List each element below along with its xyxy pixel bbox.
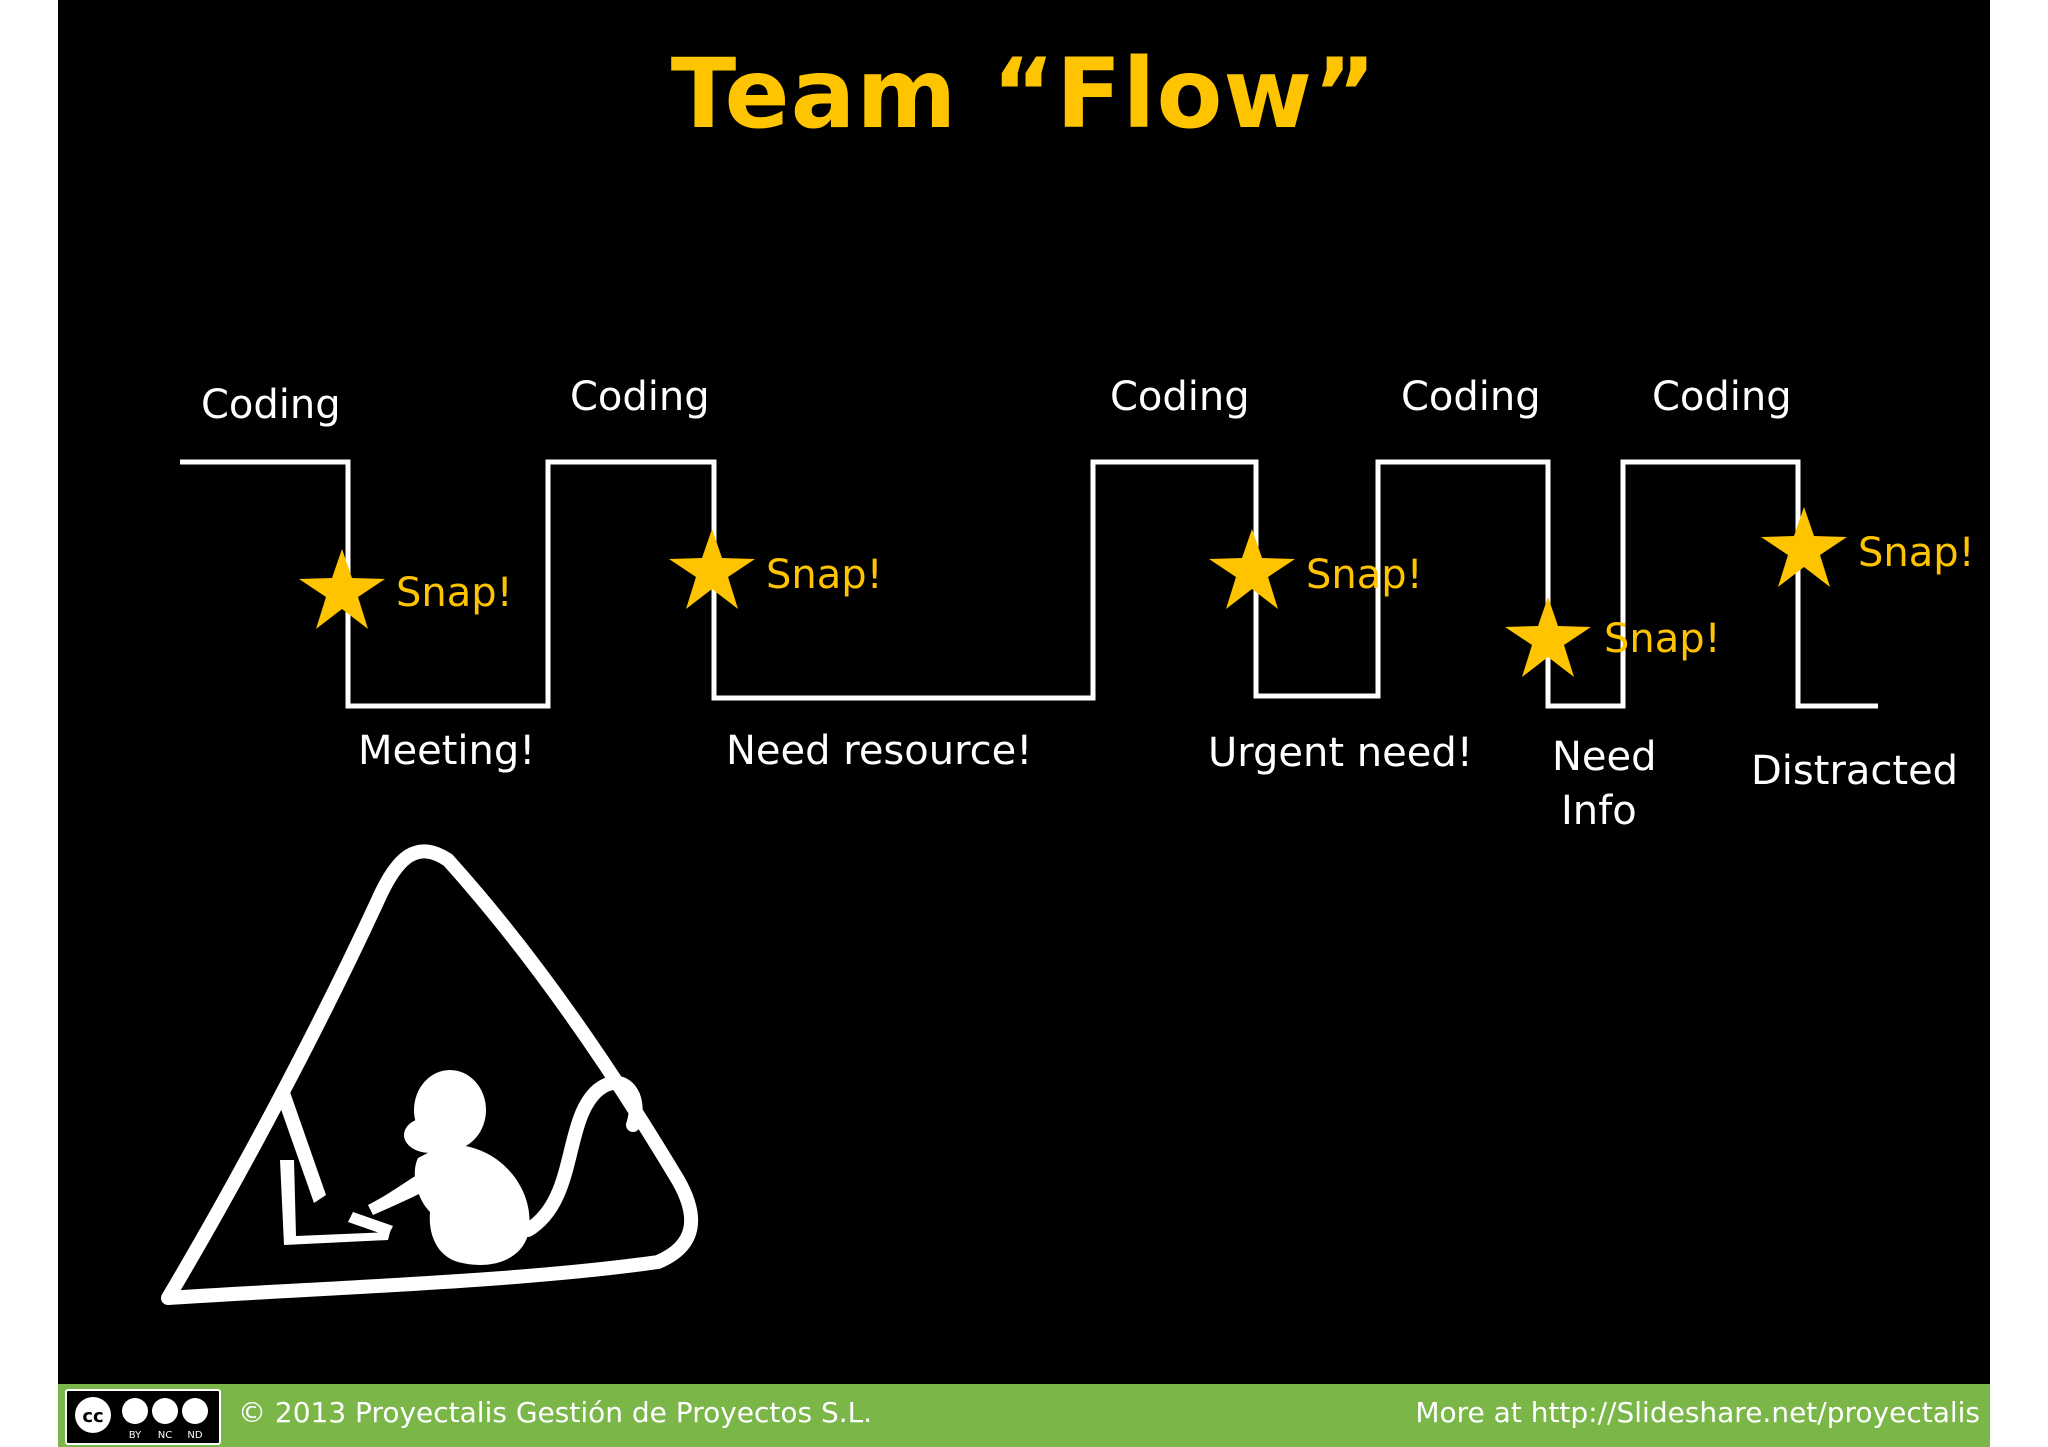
interruption-label-info: Info: [1561, 788, 1637, 834]
star-icon: [1761, 507, 1847, 587]
coding-label-4: Coding: [1401, 374, 1541, 420]
monkey-at-computer-warning-sign-icon: [161, 844, 698, 1305]
flow-diagram: Coding Coding Coding Coding Coding Meeti…: [161, 374, 1975, 1305]
coding-label-1: Coding: [201, 382, 341, 428]
coding-label-3: Coding: [1110, 374, 1250, 420]
star-icon: [1209, 529, 1295, 609]
creative-commons-by-nc-nd-icon[interactable]: cc BY NC ND: [65, 1389, 221, 1445]
coding-label-2: Coding: [570, 374, 710, 420]
snap-label-3: Snap!: [1306, 552, 1423, 598]
footer-bar: cc BY NC ND © 2013 Proyectalis Gestión d…: [58, 1384, 1990, 1447]
snap-label-2: Snap!: [766, 552, 883, 598]
slide: Team “Flow” Coding Coding Coding Coding …: [58, 0, 1990, 1447]
interruption-label-need: Need: [1552, 734, 1657, 780]
snap-label-5: Snap!: [1858, 530, 1975, 576]
interruption-label-urgent-need: Urgent need!: [1208, 730, 1473, 776]
interruption-label-distracted: Distracted: [1751, 748, 1958, 794]
license-badge-by: BY: [129, 1430, 142, 1441]
slideshare-link[interactable]: More at http://Slideshare.net/proyectali…: [1415, 1396, 1980, 1429]
snap-label-1: Snap!: [396, 570, 513, 616]
slide-title: Team “Flow”: [670, 38, 1378, 150]
star-icon: [299, 549, 385, 629]
interruption-label-meeting: Meeting!: [358, 728, 535, 774]
star-icon: [669, 529, 755, 609]
star-icon: [1505, 597, 1591, 677]
snap-stars: [299, 507, 1847, 677]
interruption-label-need-resource: Need resource!: [726, 728, 1032, 774]
coding-label-5: Coding: [1652, 374, 1792, 420]
svg-text:cc: cc: [82, 1406, 103, 1427]
snap-label-4: Snap!: [1604, 616, 1721, 662]
license-badge-nd: ND: [187, 1430, 202, 1441]
copyright-text: © 2013 Proyectalis Gestión de Proyectos …: [238, 1396, 873, 1429]
license-badge-nc: NC: [158, 1430, 172, 1441]
